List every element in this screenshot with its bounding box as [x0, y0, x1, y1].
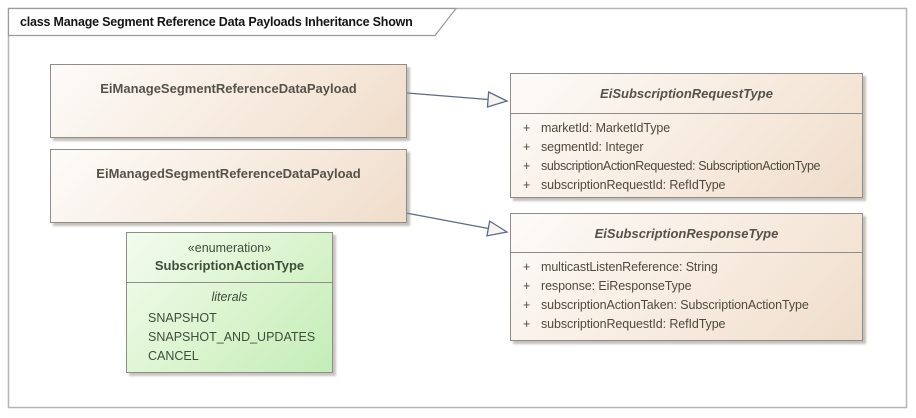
literals-section-label: literals [211, 290, 248, 304]
visibility-marker: + [523, 140, 531, 154]
enum-literals-compartment: literals SNAPSHOT SNAPSHOT_AND_UPDATES C… [127, 283, 332, 366]
attribute-text: segmentId: Integer [541, 140, 644, 154]
visibility-marker: + [523, 121, 531, 135]
enum-box-subscription-action-type[interactable]: «enumeration» SubscriptionActionType lit… [126, 232, 333, 373]
visibility-marker: + [523, 260, 531, 274]
attribute-text: subscriptionActionTaken: SubscriptionAct… [541, 298, 809, 312]
attribute-text: response: EiResponseType [541, 279, 692, 293]
attributes-compartment: + marketId: MarketIdType + segmentId: In… [511, 114, 862, 195]
enum-stereotype: «enumeration» [187, 241, 272, 255]
attribute-text: multicastListenReference: String [541, 260, 718, 274]
attribute-text: subscriptionRequestId: RefIdType [541, 317, 726, 331]
attribute-row: + multicastListenReference: String [511, 258, 862, 277]
enum-name: SubscriptionActionType [154, 258, 305, 273]
class-name: EiManagedSegmentReferenceDataPayload [96, 166, 361, 181]
class-title-compartment: EiSubscriptionResponseType [511, 214, 862, 253]
attribute-row: + subscriptionActionRequested: Subscript… [511, 157, 862, 176]
attributes-compartment: + multicastListenReference: String + res… [511, 253, 862, 334]
enum-title-compartment: «enumeration» SubscriptionActionType [127, 233, 332, 283]
class-box-request-type[interactable]: EiSubscriptionRequestType + marketId: Ma… [510, 73, 863, 198]
class-name: EiSubscriptionRequestType [600, 86, 773, 101]
enum-literal: SNAPSHOT [148, 311, 217, 325]
visibility-marker: + [523, 317, 531, 331]
attribute-text: subscriptionRequestId: RefIdType [541, 178, 726, 192]
attribute-row: + subscriptionActionTaken: SubscriptionA… [511, 296, 862, 315]
class-title-compartment: EiSubscriptionRequestType [511, 74, 862, 114]
class-box-manage-payload[interactable]: EiManageSegmentReferenceDataPayload [50, 64, 407, 138]
visibility-marker: + [523, 178, 531, 192]
attribute-row: + subscriptionRequestId: RefIdType [511, 176, 862, 195]
attribute-row: + subscriptionRequestId: RefIdType [511, 315, 862, 334]
enum-literal: CANCEL [148, 349, 199, 363]
visibility-marker: + [523, 159, 531, 173]
class-box-managed-payload[interactable]: EiManagedSegmentReferenceDataPayload [50, 149, 407, 223]
attribute-row: + marketId: MarketIdType [511, 119, 862, 138]
attribute-row: + segmentId: Integer [511, 138, 862, 157]
generalization-arrow-request[interactable] [406, 91, 509, 108]
diagram-title: class Manage Segment Reference Data Payl… [20, 15, 413, 29]
visibility-marker: + [523, 279, 531, 293]
class-name: EiManageSegmentReferenceDataPayload [100, 81, 357, 96]
attribute-text: subscriptionActionRequested: Subscriptio… [541, 159, 821, 173]
enum-literal: SNAPSHOT_AND_UPDATES [148, 330, 316, 344]
attribute-row: + response: EiResponseType [511, 277, 862, 296]
class-name: EiSubscriptionResponseType [594, 225, 779, 241]
class-box-response-type[interactable]: EiSubscriptionResponseType + multicastLi… [510, 213, 863, 341]
generalization-arrow-response[interactable] [405, 212, 509, 237]
attribute-text: marketId: MarketIdType [541, 121, 671, 135]
visibility-marker: + [523, 298, 531, 312]
frame-title-tab [7, 7, 458, 37]
